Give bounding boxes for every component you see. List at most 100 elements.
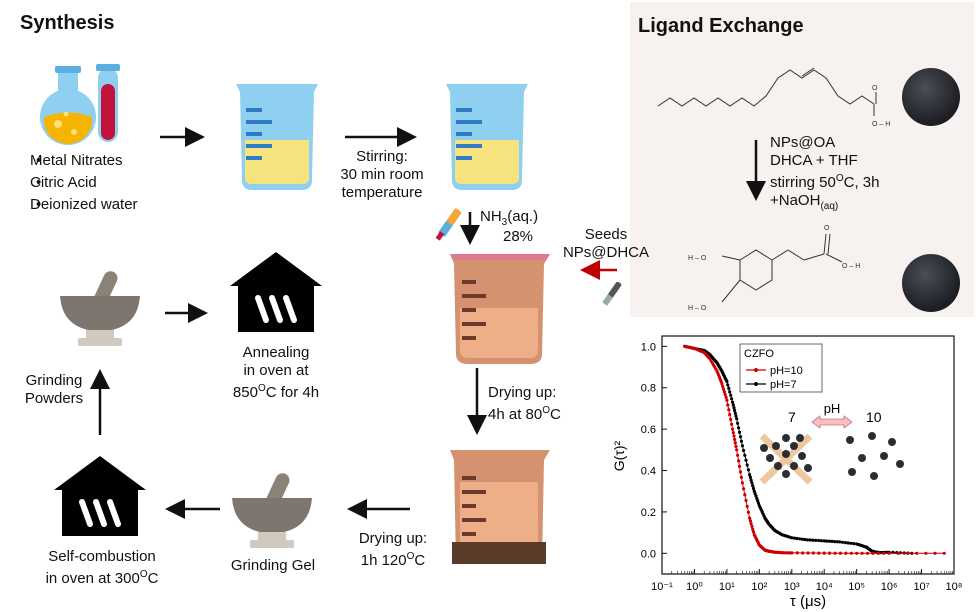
- y-tick-label: 0.4: [641, 466, 656, 478]
- dhca-hydroxyl-bottom: H – O: [688, 305, 707, 312]
- series-point: [742, 448, 746, 453]
- series-point: [825, 539, 829, 543]
- x-tick-label: 10⁵: [848, 581, 865, 593]
- annealing-line: in oven at: [243, 362, 309, 379]
- series-point: [860, 551, 864, 555]
- series-point: [942, 551, 946, 555]
- x-tick-label: 10²: [751, 581, 767, 593]
- series-point: [723, 393, 727, 397]
- series-point: [731, 403, 735, 407]
- series-point: [738, 470, 743, 474]
- series-point: [730, 397, 734, 401]
- series-point: [838, 540, 842, 544]
- drying-1-unit: C: [550, 406, 561, 423]
- series-point: [740, 481, 744, 485]
- series-point: [737, 430, 742, 434]
- chart-series: [683, 344, 946, 555]
- drying-2-temp: 1h 120: [360, 552, 407, 569]
- series-point: [720, 382, 724, 386]
- dhca-hydroxyl-acid: O – H: [842, 263, 860, 270]
- series-point: [731, 427, 735, 431]
- ligand-condition-line: NPs@OA: [770, 134, 836, 151]
- annealing-unit: C for 4h: [265, 384, 320, 401]
- legend-label-ph7: pH=7: [770, 379, 797, 391]
- inset-cross-line: [759, 433, 813, 485]
- series-point: [905, 551, 910, 555]
- self-combustion-degree: O: [139, 569, 148, 580]
- y-tick-label: 0.8: [641, 383, 656, 395]
- series-point: [737, 464, 742, 468]
- beaker-gel-icon: [450, 254, 550, 364]
- y-tick-label: 1.0: [641, 341, 656, 353]
- ligand-condition-temp: stirring 50: [770, 174, 836, 191]
- self-combustion-line: Self-combustion: [48, 548, 156, 565]
- series-point: [732, 406, 736, 410]
- series-point: [740, 444, 744, 448]
- series-point: [736, 421, 740, 425]
- drying-2-unit: C: [414, 552, 426, 569]
- series-point: [814, 538, 818, 542]
- series-point: [748, 519, 752, 523]
- series-point: [748, 473, 752, 477]
- x-tick-label: 10³: [784, 581, 800, 593]
- series-point: [790, 536, 794, 540]
- series-point: [729, 417, 733, 422]
- series-point: [750, 481, 754, 485]
- y-tick-label: 0.0: [641, 548, 656, 560]
- series-point: [806, 551, 810, 555]
- series-point: [744, 458, 748, 462]
- mortar-pestle-powders-icon: [60, 271, 140, 346]
- series-point: [752, 489, 756, 493]
- series-point: [735, 448, 739, 452]
- series-point: [729, 393, 733, 397]
- series-point: [733, 437, 737, 442]
- series-point: [745, 463, 749, 467]
- dhca-oxygen: O: [824, 225, 830, 232]
- drying-1-degree: O: [542, 405, 550, 416]
- series-point: [727, 408, 731, 412]
- series-point: [849, 541, 853, 545]
- annealing-temp: 850: [232, 384, 258, 401]
- series-point: [743, 493, 747, 497]
- series-point: [790, 551, 794, 555]
- series-point: [933, 551, 937, 555]
- precursor-item: Citric Acid: [30, 172, 138, 194]
- grinding-powders-label: Grinding Powders: [18, 372, 90, 408]
- series-point: [827, 539, 831, 543]
- annealing-line: Annealing: [242, 344, 310, 361]
- series-point: [838, 551, 842, 555]
- x-tick-label: 10¹: [719, 581, 735, 593]
- series-point: [737, 426, 741, 430]
- series-point: [749, 478, 753, 482]
- series-point: [817, 551, 821, 555]
- nh3-label: NH3(aq.): [480, 208, 538, 232]
- series-point: [737, 459, 741, 463]
- series-point: [750, 524, 754, 528]
- series-point: [725, 398, 729, 402]
- series-point: [739, 475, 743, 479]
- series-point: [751, 527, 755, 531]
- series-point: [735, 417, 739, 421]
- series-point: [745, 504, 749, 508]
- oven-self-combustion-icon: [54, 456, 146, 536]
- drying-2-label: Drying up: 1h 120OC: [348, 530, 438, 570]
- x-tick-label: 10⁴: [816, 581, 833, 593]
- oleic-acid-structure: O O – H: [657, 67, 890, 128]
- grinding-powders-line: Powders: [24, 390, 84, 407]
- series-point: [830, 539, 834, 543]
- series-point: [731, 431, 735, 435]
- legend-marker-ph10: [754, 368, 758, 372]
- series-point: [726, 403, 730, 407]
- mortar-pestle-gel-icon: [232, 473, 312, 548]
- inset-label-7: 7: [788, 409, 796, 425]
- series-point: [817, 538, 821, 543]
- series-point: [732, 434, 736, 438]
- inset-ph-arrow: [811, 415, 853, 429]
- series-point: [797, 537, 802, 541]
- series-point: [801, 551, 805, 555]
- series-point: [876, 551, 880, 555]
- inset-label-10: 10: [866, 409, 882, 425]
- nh3-tail: (aq.): [507, 208, 539, 225]
- series-point: [728, 390, 732, 394]
